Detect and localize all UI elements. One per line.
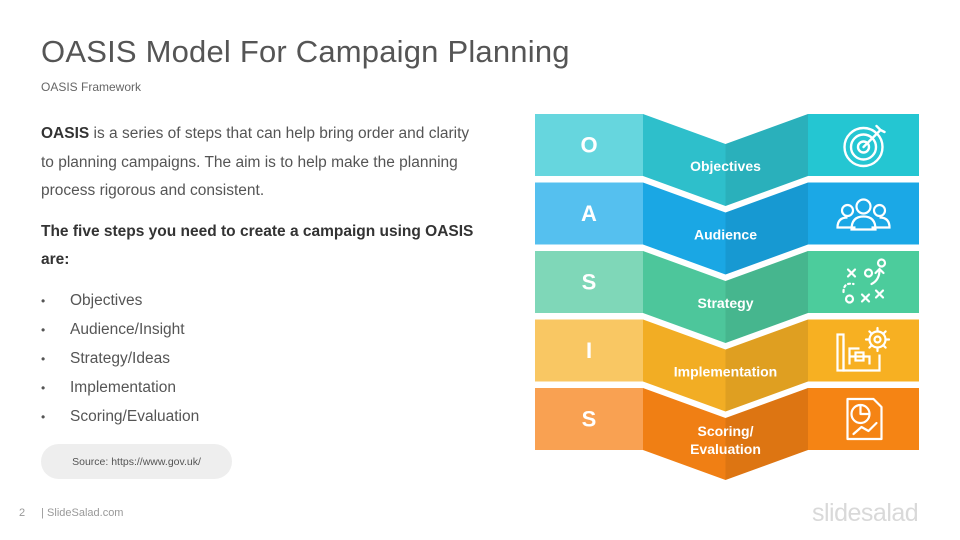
footer-site: | SlideSalad.com bbox=[41, 507, 124, 519]
step-letter: O bbox=[580, 133, 597, 158]
report-chart-icon bbox=[846, 397, 883, 441]
list-item-label: Objectives bbox=[70, 292, 143, 310]
list-item: • Strategy/Ideas bbox=[41, 345, 199, 374]
brand-logo: slidesalad bbox=[812, 499, 919, 527]
oasis-step: S Strategy bbox=[535, 251, 919, 343]
step-label: Implementation bbox=[674, 364, 777, 380]
bullet-mark: • bbox=[41, 323, 46, 338]
footer: 2 | SlideSalad.com bbox=[19, 507, 123, 519]
step-chevron-shade bbox=[725, 251, 808, 343]
list-item-label: Strategy/Ideas bbox=[70, 349, 170, 367]
source-badge: Source: https://www.gov.uk/ bbox=[41, 444, 232, 479]
bullet-mark: • bbox=[41, 380, 46, 395]
list-item: • Audience/Insight bbox=[41, 316, 199, 345]
step-icon-block bbox=[808, 251, 919, 313]
step-label: Scoring/ bbox=[697, 423, 753, 439]
step-icon-block bbox=[808, 319, 919, 382]
list-item-label: Audience/Insight bbox=[70, 321, 185, 339]
team-icon bbox=[836, 198, 891, 231]
step-chevron bbox=[643, 182, 808, 275]
step-icon-block bbox=[808, 388, 919, 450]
step-letter: I bbox=[586, 338, 592, 363]
step-letter-block bbox=[535, 182, 643, 245]
slide-subtitle: OASIS Framework bbox=[41, 80, 142, 94]
step-chevron-shade bbox=[725, 388, 808, 480]
intro-text: is a series of steps that can help bring… bbox=[41, 125, 470, 199]
bullet-mark: • bbox=[41, 409, 46, 424]
steps-heading: The five steps you need to create a camp… bbox=[41, 223, 474, 268]
list-item: • Implementation bbox=[41, 373, 199, 402]
target-icon bbox=[843, 124, 886, 168]
step-chevron-shade bbox=[725, 114, 808, 206]
step-letter-block bbox=[535, 114, 643, 176]
list-item-label: Scoring/Evaluation bbox=[70, 407, 200, 425]
steps-list: • Objectives • Audience/Insight • Strategy/… bbox=[41, 287, 199, 431]
slide-title: OASIS Model For Campaign Planning bbox=[41, 34, 570, 69]
step-label: Strategy bbox=[697, 295, 753, 311]
intro-keyword: OASIS bbox=[41, 125, 90, 142]
step-letter: S bbox=[582, 270, 597, 295]
list-item-label: Implementation bbox=[70, 378, 176, 396]
bullet-mark: • bbox=[41, 351, 46, 366]
step-letter-block bbox=[535, 388, 643, 450]
oasis-step: A Audience bbox=[535, 182, 919, 275]
step-chevron-shade bbox=[725, 182, 808, 275]
blueprint-gear-icon bbox=[836, 326, 891, 372]
step-label: Objectives bbox=[690, 158, 761, 174]
step-label: Evaluation bbox=[690, 441, 761, 457]
step-letter-block bbox=[535, 251, 643, 313]
oasis-step: S Scoring/Evaluation bbox=[535, 388, 919, 480]
page-number: 2 bbox=[19, 507, 26, 519]
list-item: • Scoring/Evaluation bbox=[41, 402, 199, 431]
step-chevron bbox=[643, 251, 808, 343]
step-letter-block bbox=[535, 319, 643, 382]
game-plan-icon bbox=[842, 258, 887, 304]
step-letter: A bbox=[581, 201, 597, 226]
list-item: • Objectives bbox=[41, 287, 199, 316]
step-chevron bbox=[643, 319, 808, 412]
oasis-step: I Implementation bbox=[535, 319, 919, 412]
step-chevron bbox=[643, 388, 808, 480]
step-letter: S bbox=[582, 407, 597, 432]
step-chevron-shade bbox=[725, 319, 808, 412]
step-label: Audience bbox=[694, 227, 757, 243]
intro-paragraph: OASIS is a series of steps that can help… bbox=[41, 120, 481, 206]
oasis-step: O Objectives bbox=[535, 114, 919, 206]
bullet-mark: • bbox=[41, 294, 46, 309]
step-chevron bbox=[643, 114, 808, 206]
